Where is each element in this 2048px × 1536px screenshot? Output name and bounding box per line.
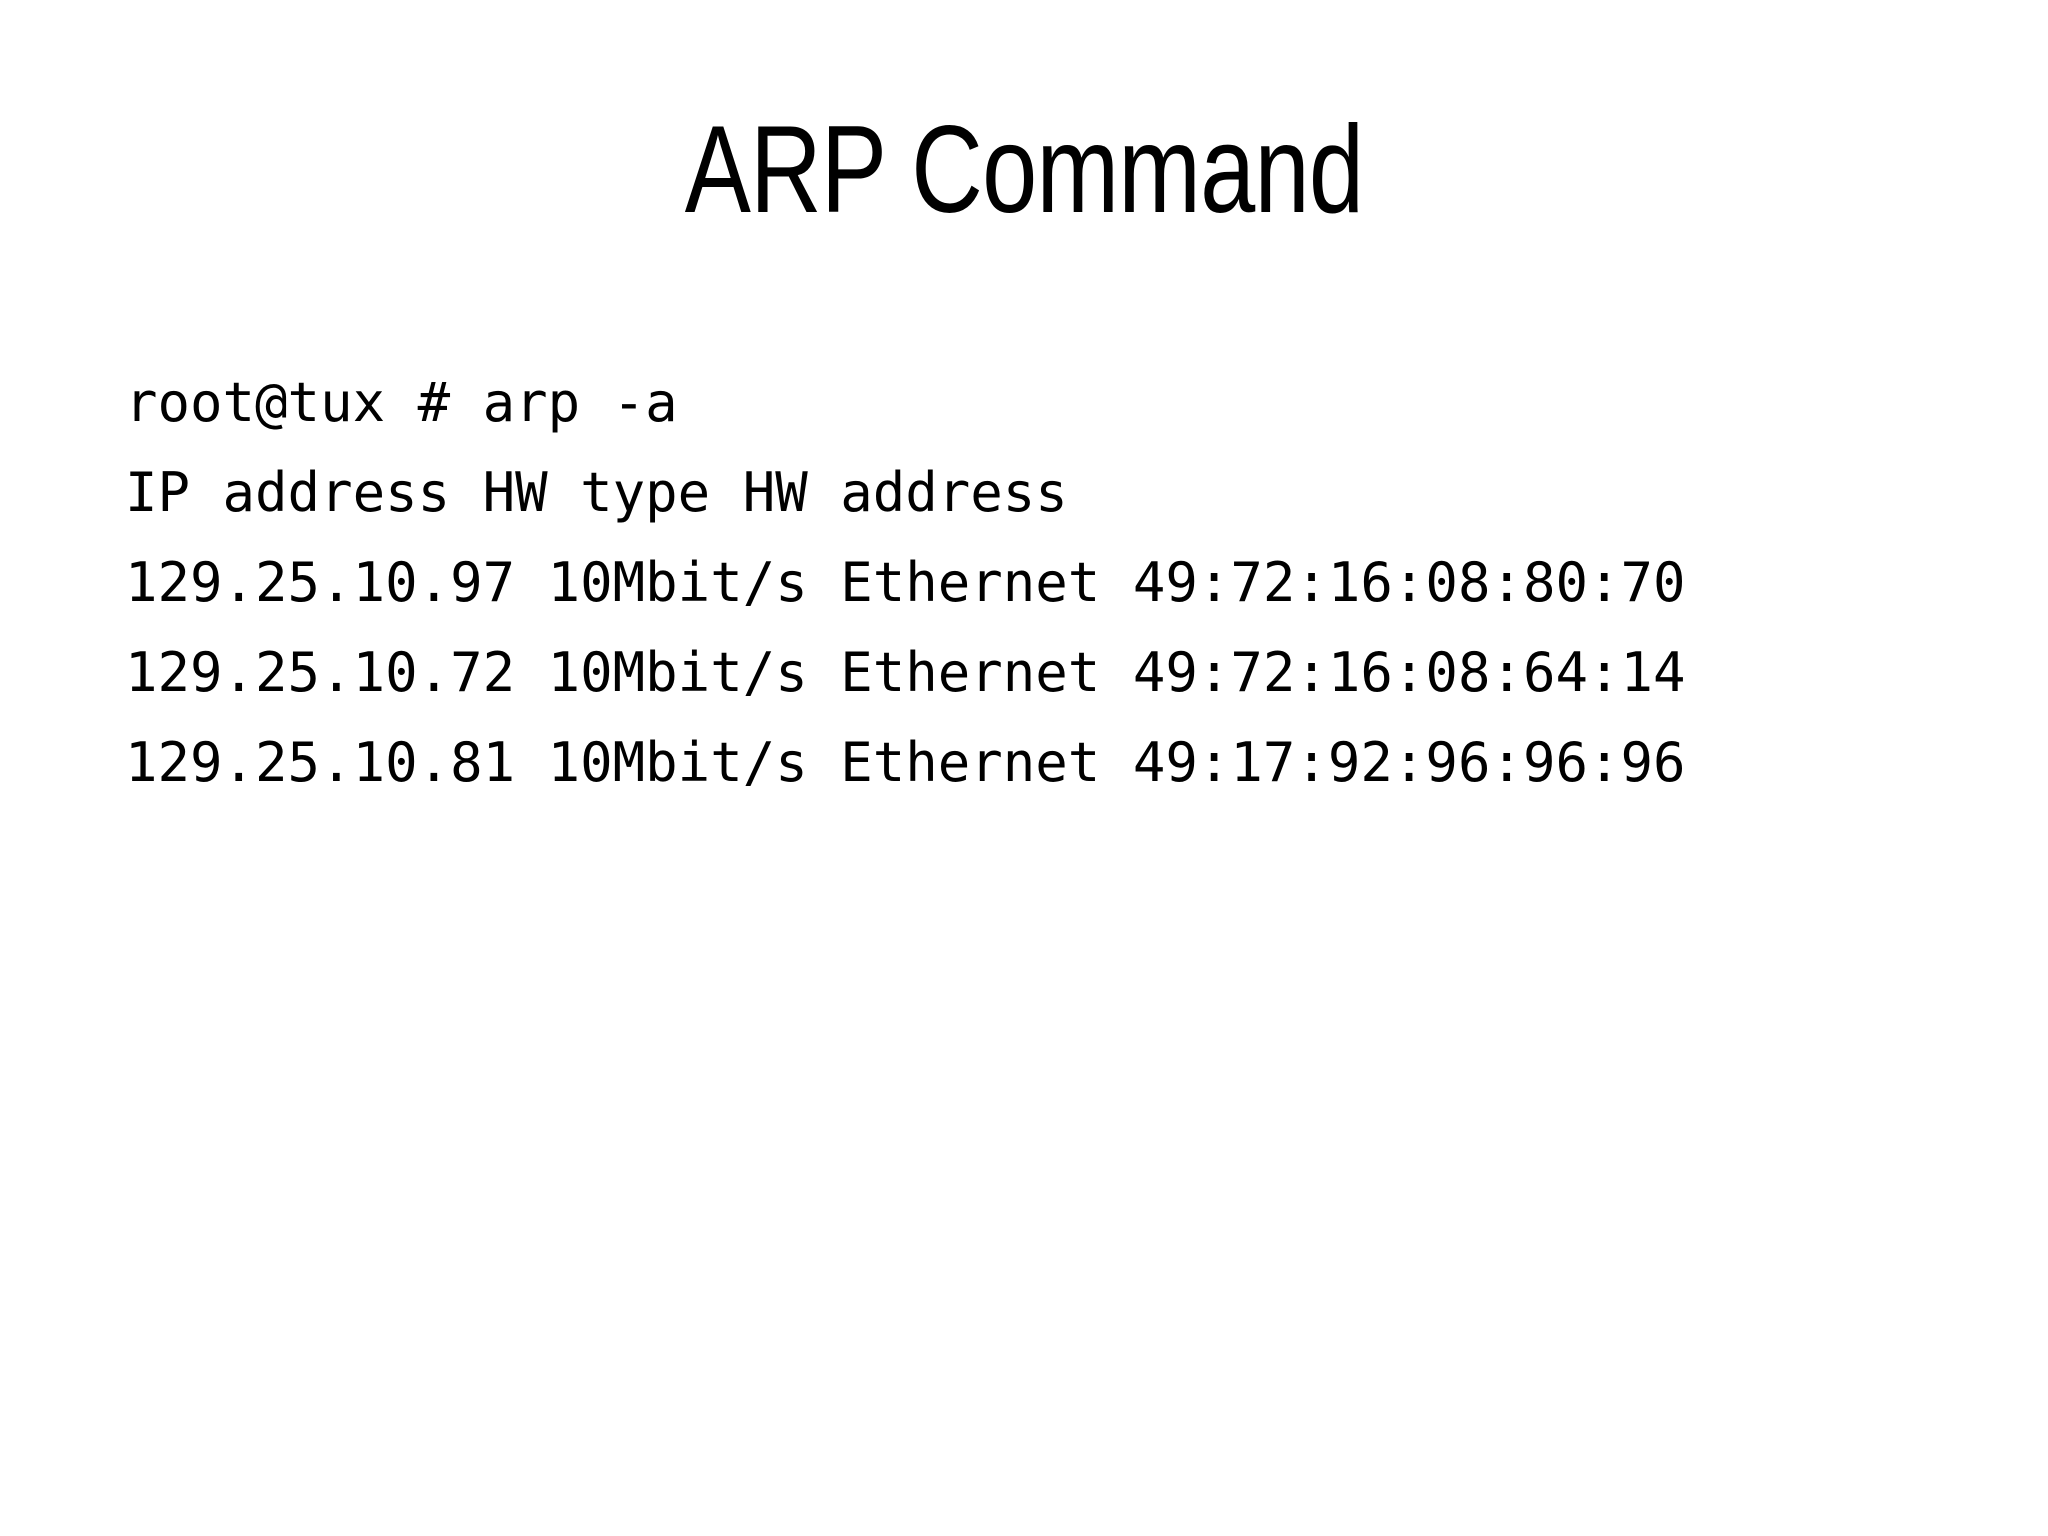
terminal-prompt-line: root@tux # arp -a bbox=[125, 371, 678, 434]
arp-entry-row: 129.25.10.72 10Mbit/s Ethernet 49:72:16:… bbox=[125, 641, 1686, 704]
page-title: ARP Command bbox=[684, 101, 1364, 239]
terminal-output-block: root@tux # arp -a IP address HW type HW … bbox=[125, 358, 1925, 808]
arp-entry-row: 129.25.10.97 10Mbit/s Ethernet 49:72:16:… bbox=[125, 551, 1686, 614]
terminal-header-line: IP address HW type HW address bbox=[125, 461, 1068, 524]
arp-entry-row: 129.25.10.81 10Mbit/s Ethernet 49:17:92:… bbox=[125, 731, 1686, 794]
